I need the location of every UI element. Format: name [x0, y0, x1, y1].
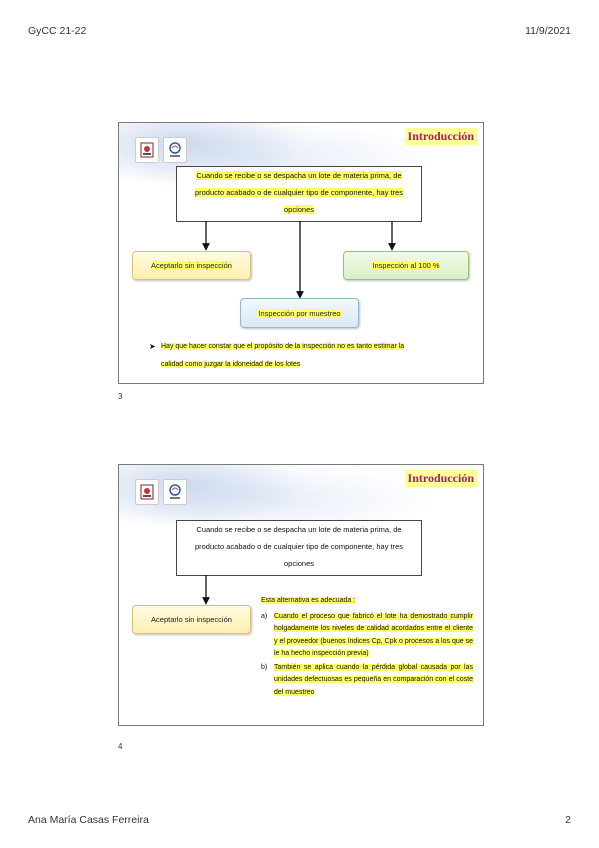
footer-page-number: 2 [565, 814, 571, 826]
flow-arrows [202, 221, 396, 299]
slide-4: Introducción Cuando se recibe o se despa… [118, 464, 484, 726]
university-seal-logo [135, 137, 159, 163]
alt-list: a) Cuando el proceso que fabricó el lote… [261, 611, 473, 700]
box-line-2: producto acabado o de cualquier tipo de … [194, 542, 404, 551]
arrow-bullet-icon: ➤ [149, 342, 156, 351]
box-line-3: opciones [283, 559, 315, 568]
slide-title: Introducción [404, 128, 477, 145]
header-date: 11/9/2021 [525, 25, 571, 37]
box-line-1: Cuando se recibe o se despacha un lote d… [196, 525, 402, 534]
header-course: GyCC 21-22 [28, 25, 87, 37]
option-full-inspection: Inspección al 100 % [343, 251, 469, 280]
option-full-label: Inspección al 100 % [372, 261, 440, 270]
slide-number: 4 [118, 742, 123, 751]
alternative-explanation: Esta alternativa es adecuada : a) Cuando… [261, 595, 473, 700]
slide-3: Introducción Cuando se recibe o se despa… [118, 122, 484, 384]
flow-arrows [202, 575, 210, 605]
box-line-1: Cuando se recibe o se despacha un lote d… [196, 171, 402, 180]
option-sample-label: Inspección por muestreo [258, 308, 341, 318]
box-line-2: producto acabado o de cualquier tipo de … [194, 188, 404, 197]
slide-number: 3 [118, 392, 123, 401]
note-line-1: Hay que hacer constar que el propósito d… [161, 343, 405, 350]
university-seal-logo [135, 479, 159, 505]
alt-item-text: Cuando el proceso que fabricó el lote ha… [274, 612, 473, 657]
department-logo [163, 479, 187, 505]
alt-item-text: También se aplica cuando la pérdida glob… [274, 663, 473, 696]
option-sampling: Inspección por muestreo [240, 298, 359, 328]
option-accept: Aceptarlo sin inspección [132, 605, 251, 634]
note-line-2: calidad como juzgar la idoneidad de los … [161, 361, 301, 368]
box-line-3: opciones [283, 205, 315, 214]
alt-item-label: b) [261, 663, 268, 671]
option-accept: Aceptarlo sin inspección [132, 251, 251, 280]
option-accept-label: Aceptarlo sin inspección [151, 615, 232, 624]
alt-heading: Esta alternativa es adecuada : [261, 597, 356, 604]
note-paragraph: ➤ Hay que hacer constar que el propósito… [149, 338, 475, 374]
department-logo [163, 137, 187, 163]
alt-item-b: b) También se aplica cuando la pérdida g… [261, 662, 473, 700]
alt-item-a: a) Cuando el proceso que fabricó el lote… [261, 611, 473, 661]
lot-options-box: Cuando se recibe o se despacha un lote d… [176, 166, 422, 222]
footer-author: Ana María Casas Ferreira [28, 814, 149, 826]
option-accept-label: Aceptarlo sin inspección [151, 261, 232, 270]
slide-title: Introducción [404, 470, 477, 487]
alt-item-label: a) [261, 612, 268, 620]
lot-options-box: Cuando se recibe o se despacha un lote d… [176, 520, 422, 576]
